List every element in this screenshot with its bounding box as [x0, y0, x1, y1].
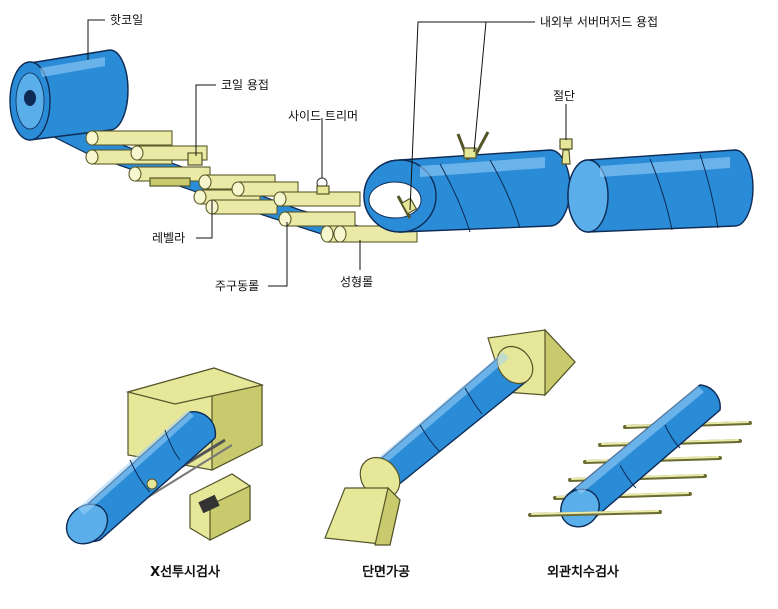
- label-leveler: 레벨라: [152, 231, 185, 245]
- guide-rollers: [193, 174, 361, 227]
- label-hot-coil: 핫코일: [110, 13, 143, 27]
- label-coil-welding: 코일 용접: [221, 78, 269, 92]
- caption-xray: X선투시검사: [150, 564, 220, 580]
- label-side-trimmer: 사이드 트리머: [288, 109, 358, 123]
- xray-inspection-station: [65, 367, 265, 545]
- visual-dimension-station: [528, 384, 752, 528]
- side-trimmer: [316, 177, 330, 195]
- caption-visual-dim: 외관치수검사: [547, 564, 619, 580]
- caption-end-face: 단면가공: [362, 564, 410, 580]
- coil-welder: [149, 152, 203, 187]
- cutter: [559, 138, 573, 165]
- label-forming-roll: 성형롤: [340, 275, 373, 289]
- label-inner-outer-welding: 내외부 서버머저드 용접: [540, 15, 658, 29]
- label-guide-roll: 주구동롤: [215, 279, 259, 293]
- cut-pipe: [567, 149, 754, 233]
- inner-welder: [396, 195, 418, 219]
- spiral-pipe-forming: [363, 149, 571, 233]
- outer-welder: [456, 131, 490, 161]
- label-cutting: 절단: [553, 89, 575, 103]
- end-face-station: [324, 328, 576, 546]
